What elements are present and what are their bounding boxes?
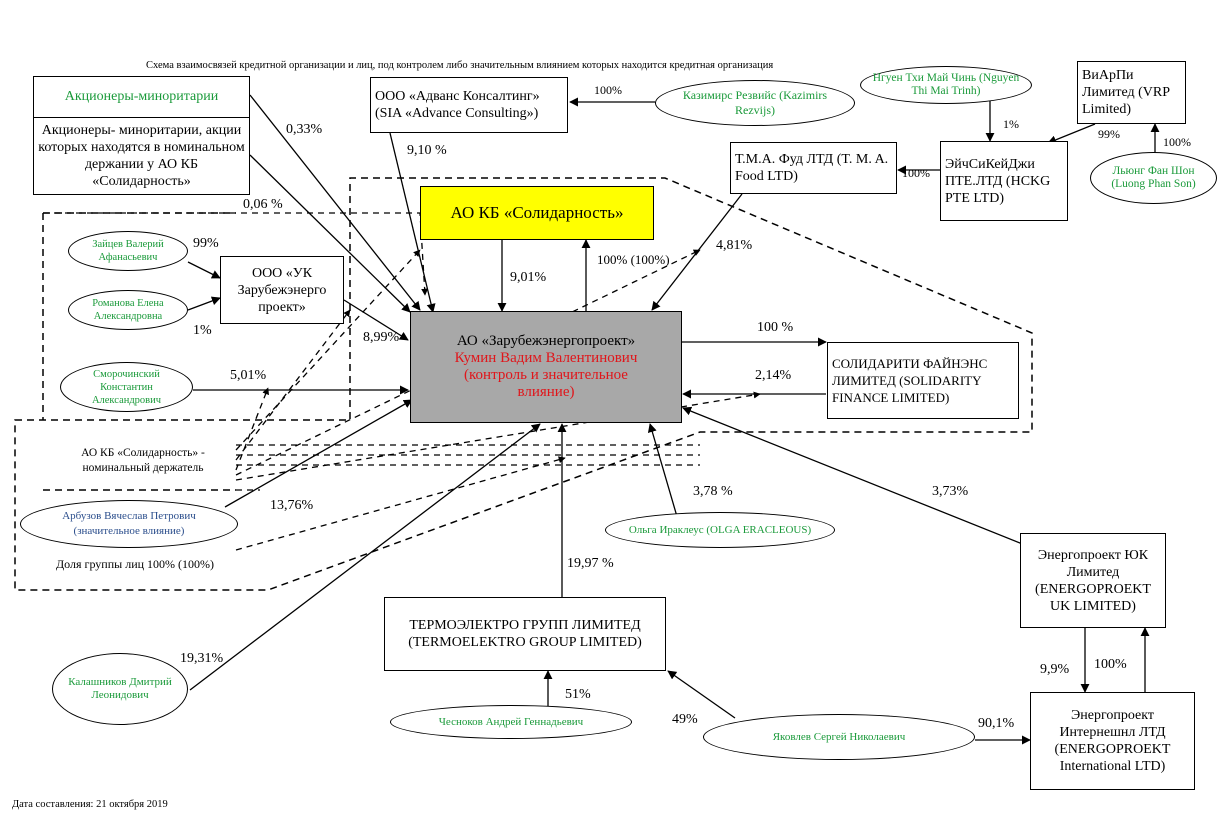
energoproekt-international-box: Энергопроект Интернешнл ЛТД (ENERGOPROEK… bbox=[1030, 692, 1195, 790]
pct-zaitsev: 99% bbox=[193, 236, 219, 251]
romanova-ellipse: Романова Елена Александровна bbox=[68, 290, 188, 330]
inner-dashed-box bbox=[42, 212, 236, 420]
hckg-box: ЭйчСиКейДжи ПТЕ.ЛТД (HCKG PTE LTD) bbox=[940, 141, 1068, 221]
kalashnikov-ellipse: Калашников Дмитрий Леонидович bbox=[52, 653, 188, 725]
chesnokov-ellipse: Чесноков Андрей Геннадьевич bbox=[390, 705, 632, 739]
nominal-holder-label: АО КБ «Солидарность» - номинальный держа… bbox=[81, 447, 205, 474]
pct-eracleous: 3,78 % bbox=[693, 484, 733, 499]
minority-nominal-box: Акционеры- миноритарии, акции которых на… bbox=[33, 117, 250, 195]
minority-shareholders-title: Акционеры-миноритарии bbox=[33, 76, 250, 117]
arbuzov-ellipse: Арбузов Вячеслав Петрович (значительное … bbox=[20, 500, 238, 548]
pct-chesnokov: 51% bbox=[565, 687, 591, 702]
pct-kalashnikov: 19,31% bbox=[180, 651, 224, 666]
group-boundary bbox=[14, 177, 1033, 591]
nguyen-ellipse: Нгуен Тхи Май Чинь (Nguyen Thi Mai Trinh… bbox=[860, 66, 1032, 104]
pct-minority: 0,33% bbox=[286, 122, 323, 137]
solidarity-finance-box: СОЛИДАРИТИ ФАЙНЭНС ЛИМИТЕД (SOLIDARITY F… bbox=[827, 342, 1019, 419]
pct-luong: 100% bbox=[1163, 135, 1191, 149]
pct-main-to-bank: 100% (100%) bbox=[597, 252, 670, 267]
dashed-group-outlines bbox=[14, 177, 1033, 591]
luong-ellipse: Льюнг Фан Шон (Luong Phan Son) bbox=[1090, 152, 1217, 204]
bank-solidarnost-box: АО КБ «Солидарность» bbox=[420, 186, 654, 240]
pct-advance: 9,10 % bbox=[407, 143, 447, 158]
termoelektro-box: ТЕРМОЭЛЕКТРО ГРУПП ЛИМИТЕД (TERMOELEKTRO… bbox=[384, 597, 666, 671]
date-label: Дата составления: 21 октября 2019 bbox=[12, 799, 168, 810]
diagram-title: Схема взаимосвязей кредитной организации… bbox=[146, 60, 774, 71]
main-entity-note: (контроль и значительное влияние) bbox=[464, 367, 628, 400]
group-share-label: Доля группы лиц 100% (100%) bbox=[56, 557, 215, 571]
pct-yakovlev-termo: 49% bbox=[672, 712, 698, 727]
pct-hckg: 100% bbox=[902, 166, 930, 180]
pct-from-finance: 2,14% bbox=[755, 368, 792, 383]
energoproekt-uk-box: Энергопроект ЮК Лимитед (ENERGOPROEKT UK… bbox=[1020, 533, 1166, 628]
smorochinsky-ellipse: Сморочинский Константин Александрович bbox=[60, 362, 193, 412]
yakovlev-ellipse: Яковлев Сергей Николаевич bbox=[703, 714, 975, 760]
pct-to-finance: 100 % bbox=[757, 320, 794, 335]
pct-vrp: 99% bbox=[1098, 127, 1120, 141]
rezvijs-ellipse: Казимирс Резвийс (Kazimirs Rezvijs) bbox=[655, 80, 855, 126]
pct-rezvijs: 100% bbox=[594, 83, 622, 97]
pct-energo-uk: 3,73% bbox=[932, 484, 969, 499]
pct-romanova: 1% bbox=[193, 323, 212, 338]
pct-smorochinsky: 5,01% bbox=[230, 368, 267, 383]
vrp-box: ВиАрПи Лимитед (VRP Limited) bbox=[1077, 61, 1186, 124]
pct-int-to-uk: 100% bbox=[1094, 657, 1127, 672]
zaitsev-ellipse: Зайцев Валерий Афанасьевич bbox=[68, 231, 188, 271]
advance-consulting-box: ООО «Адванс Консалтинг» (SIA «Advance Co… bbox=[370, 77, 568, 133]
main-entity-person: Кумин Вадим Валентинович bbox=[454, 350, 638, 366]
pct-minority-nominal: 0,06 % bbox=[243, 197, 283, 212]
main-entity-name: АО «Зарубежэнергопроект» bbox=[456, 333, 636, 349]
tma-food-box: Т.М.А. Фуд ЛТД (T. M. A. Food LTD) bbox=[730, 142, 897, 194]
pct-tma: 4,81% bbox=[716, 238, 753, 253]
main-entity-box: АО «Зарубежэнергопроект» Кумин Вадим Вал… bbox=[410, 311, 682, 423]
pct-bank-to-main: 9,01% bbox=[510, 270, 547, 285]
pct-arbuzov: 13,76% bbox=[270, 498, 314, 513]
pct-termo: 19,97 % bbox=[567, 556, 614, 571]
pct-uk: 8,99% bbox=[363, 330, 400, 345]
eracleous-ellipse: Ольга Ираклеус (OLGA ERACLEOUS) bbox=[605, 512, 835, 548]
solid-arrows bbox=[187, 94, 1160, 745]
pct-yakovlev-int: 90,1% bbox=[978, 716, 1015, 731]
pct-uk-to-int: 9,9% bbox=[1040, 662, 1070, 677]
pct-nguyen: 1% bbox=[1003, 117, 1019, 131]
uk-zarubezhenergoproekt-box: ООО «УК Зарубежэнерго проект» bbox=[220, 256, 344, 324]
